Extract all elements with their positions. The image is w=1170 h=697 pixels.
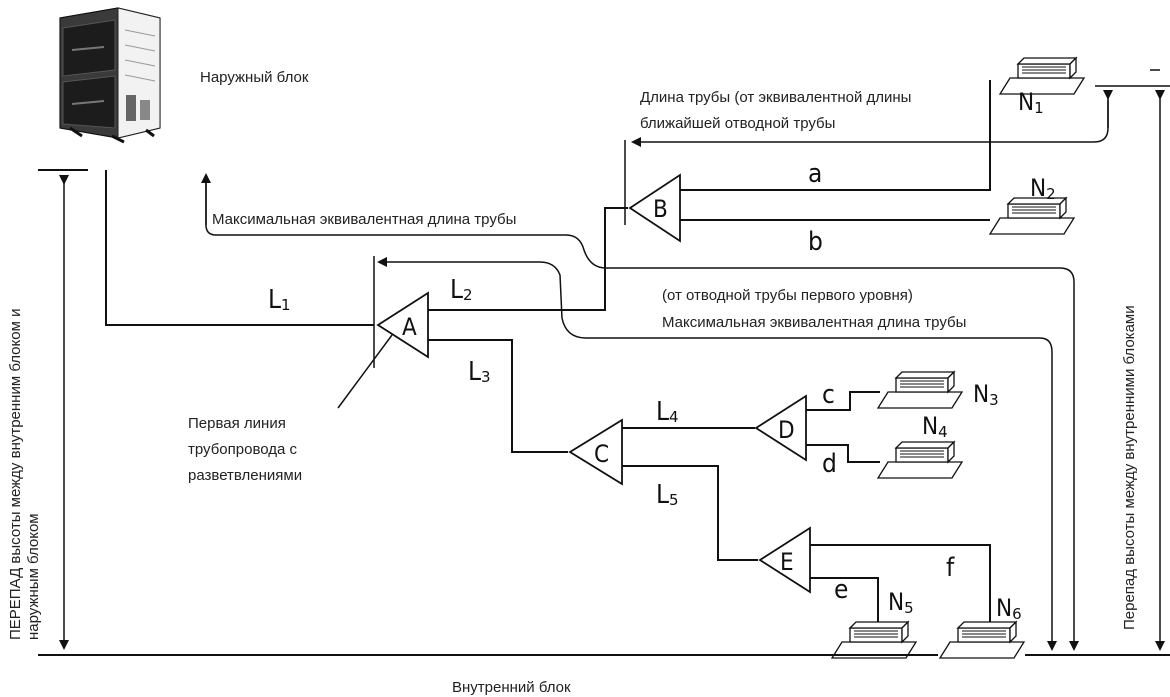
max-equiv-length-top-label: Максимальная эквивалентная длина трубы — [212, 211, 516, 228]
pipe-length-label-1: Длина трубы (от эквивалентной длины — [640, 89, 911, 106]
indoor-unit-N3 — [877, 371, 963, 409]
nearest-branch-length-arrow — [631, 100, 1109, 147]
unit-N3-label: N3 — [973, 380, 999, 409]
indoor-unit-N5 — [831, 621, 917, 659]
pipe-f-label: f — [946, 553, 955, 583]
height-diff-indoor-label: Перепад высоты между внутренними блоками — [1121, 305, 1138, 630]
indoor-unit-N2 — [989, 197, 1075, 235]
pipe-L2 — [428, 207, 628, 311]
pipe-L5-label: L5 — [656, 480, 679, 510]
first-branch-pointer — [337, 334, 393, 409]
branch-E-label: E — [780, 548, 794, 576]
pipe-L3-label: L3 — [468, 357, 491, 387]
indoor-unit-label: Внутренний блок — [452, 679, 571, 696]
first-branch-label-3: разветвлениями — [188, 467, 302, 484]
pipe-d — [806, 444, 880, 463]
pipe-L2-label: L2 — [450, 275, 473, 305]
pipe-L4-label: L4 — [656, 397, 679, 427]
pipe-L3 — [428, 339, 568, 453]
branch-D — [754, 394, 807, 462]
max-equiv-length-outdoor-arrow — [205, 180, 1079, 651]
pipe-c — [806, 391, 880, 411]
pipe-f — [810, 544, 991, 640]
branch-B-label: B — [653, 195, 668, 223]
pipe-b-label: b — [808, 227, 823, 257]
branch-A-label: A — [402, 313, 417, 341]
outdoor-unit-image — [59, 7, 161, 144]
max-equiv-length-branch-arrow — [539, 261, 1057, 651]
first-branch-label-2: трубопровода с — [188, 441, 298, 458]
branch-C-label: C — [594, 440, 609, 468]
branch-A — [376, 291, 429, 359]
unit-N5-label: N5 — [888, 588, 914, 617]
first-branch-label-1: Первая линия — [188, 415, 286, 432]
pipe-d-label: d — [822, 449, 837, 479]
pipe-L1 — [105, 170, 374, 326]
height-diff-outdoor-label-2: наружным блоком — [25, 513, 42, 640]
unit-N1-label: N1 — [1018, 88, 1044, 117]
branch-B — [628, 173, 681, 243]
pipe-e — [810, 577, 879, 640]
branch-C — [568, 418, 623, 486]
unit-N2-label: N2 — [1030, 174, 1056, 203]
height-diff-outdoor-label-1: ПЕРЕПАД высоты между внутренним блоком и — [7, 309, 24, 640]
outdoor-unit-label: Наружный блок — [200, 69, 309, 86]
indoor-unit-N6 — [939, 621, 1025, 659]
indoor-unit-N4 — [877, 441, 963, 479]
unit-N6-label: N6 — [996, 594, 1022, 623]
pipe-a-label: a — [808, 159, 822, 189]
branch-D-label: D — [778, 416, 795, 444]
branch-E — [758, 526, 811, 594]
pipe-L1-label: L1 — [268, 285, 291, 315]
indoor-unit-N1 — [999, 57, 1085, 95]
pipe-e-label: e — [834, 575, 848, 605]
pipe-c-label: c — [822, 380, 835, 410]
pipe-a — [680, 80, 991, 191]
from-first-branch-label: (от отводной трубы первого уровня) — [662, 287, 913, 304]
pipe-L5 — [622, 465, 758, 561]
max-equiv-length-mid-label: Максимальная эквивалентная длина трубы — [662, 314, 966, 331]
unit-N4-label: N4 — [922, 412, 948, 441]
pipe-length-label-2: ближайшей отводной трубы — [640, 115, 835, 132]
